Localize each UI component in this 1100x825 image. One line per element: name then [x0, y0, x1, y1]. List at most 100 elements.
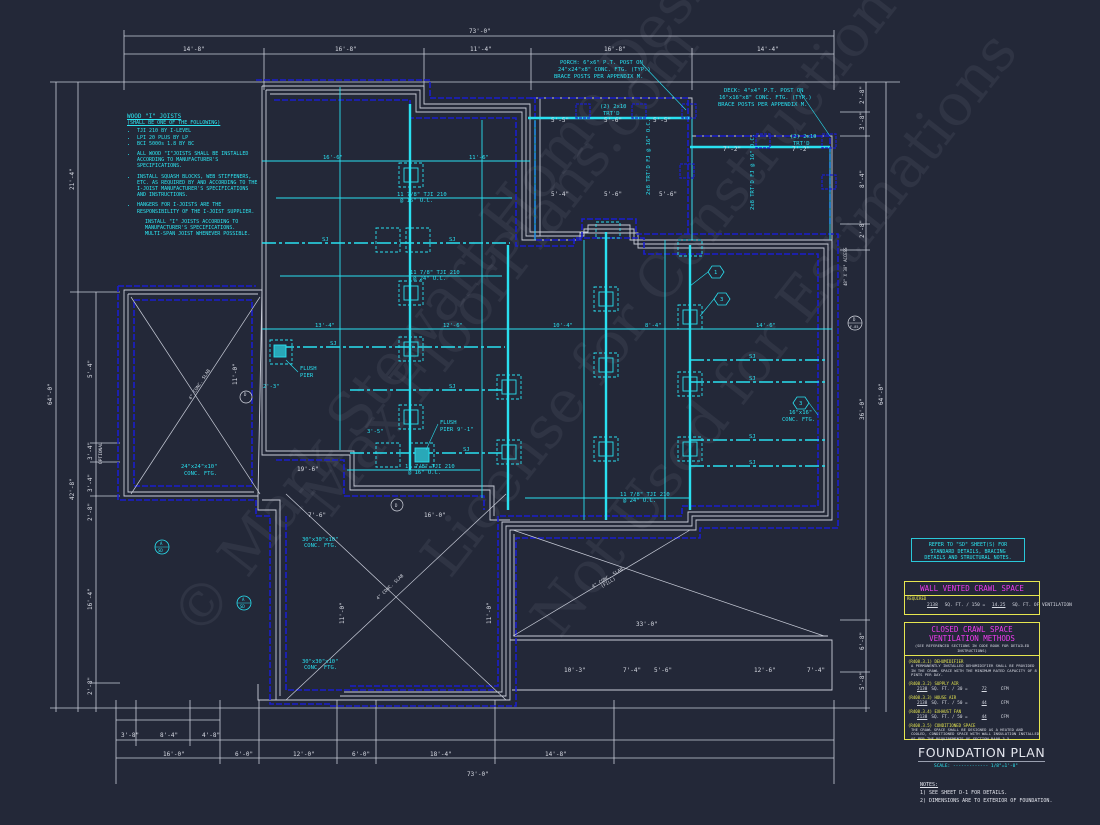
house-air-heading: (R408.3.3) HOUSE AIR	[908, 694, 957, 700]
svg-text:7'-2": 7'-2"	[723, 146, 741, 153]
dehumidifier-heading: (R408.3.1) DEHUMIDIFIER	[908, 659, 964, 664]
svg-text:16'-8": 16'-8"	[335, 46, 357, 53]
svg-text:TRT'D: TRT'D	[603, 111, 620, 117]
svg-text:11'-4": 11'-4"	[470, 46, 492, 53]
svg-text:SJ: SJ	[463, 447, 470, 453]
svg-text:8'-4": 8'-4"	[645, 323, 662, 329]
svg-text:11'-0": 11'-0"	[486, 602, 493, 624]
svg-text:30"x30"x10": 30"x30"x10"	[302, 659, 338, 665]
framing-labels: 16'-6" 11'-6" 11 7/8" TJI 210 @ 16" O.C.…	[181, 60, 817, 671]
svg-text:11 7/8" TJI 210: 11 7/8" TJI 210	[397, 192, 447, 198]
svg-text:14'-8": 14'-8"	[183, 46, 205, 53]
supply-air-heading: (R408.3.2) SUPPLY AIR	[908, 680, 959, 686]
svg-text:14'-4": 14'-4"	[757, 46, 779, 53]
svg-text:5'-6": 5'-6"	[604, 191, 622, 198]
svg-text:SJ: SJ	[749, 460, 756, 466]
svg-text:21'-4": 21'-4"	[69, 168, 76, 190]
ventilation-calc-row: 2138 SQ. FT. / 150 = 14.25 SQ. FT. OF VE…	[927, 603, 1072, 608]
svg-text:73'-0": 73'-0"	[469, 28, 491, 35]
section-marker-d-right: D F-85	[847, 315, 863, 331]
svg-text:16"x16"x8" CONC. FTG. (TYP.): 16"x16"x8" CONC. FTG. (TYP.)	[719, 95, 812, 101]
svg-text:19'-6": 19'-6"	[297, 466, 319, 473]
svg-text:11 7/8" TJI 210: 11 7/8" TJI 210	[410, 270, 460, 276]
wall-vented-crawl-space-table: WALL VENTED CRAWL SPACE REQUIRED 2138 SQ…	[904, 581, 1072, 615]
concrete-slab-x	[130, 296, 825, 701]
svg-text:A: A	[160, 541, 163, 546]
svg-text:16'-4": 16'-4"	[87, 588, 94, 610]
refer-sd-sheets-note: REFER TO "SD" SHEET(S) FOR STANDARD DETA…	[911, 538, 1025, 562]
svg-text:5'-6": 5'-6"	[659, 191, 677, 198]
svg-text:DECK: 4"x4" P.T. POST ON: DECK: 4"x4" P.T. POST ON	[724, 88, 803, 94]
svg-text:CONC. FTG.: CONC. FTG.	[184, 471, 217, 477]
joist-option: LPI 20 PLUS BY LP	[137, 135, 259, 141]
interior-dim-labels: 5'-5" 5'-6" 5'-5" 5'-4" 5'-6" 5'-6" 7'-2…	[232, 117, 825, 674]
svg-text:5'-4": 5'-4"	[87, 360, 94, 378]
scale-label: SCALE: ------------- 1/8"=1'-0"	[934, 764, 1018, 769]
svg-text:1: 1	[714, 270, 717, 276]
closed-crawl-space-table: CLOSED CRAWL SPACE VENTILATION METHODS (…	[904, 622, 1040, 741]
svg-text:7'-4": 7'-4"	[807, 667, 825, 674]
svg-text:3'-4": 3'-4"	[87, 474, 94, 492]
svg-text:12'-6": 12'-6"	[754, 667, 776, 674]
svg-text:64'-0": 64'-0"	[47, 383, 54, 405]
svg-text:@ 24" O.C.: @ 24" O.C.	[413, 276, 446, 282]
note-item: 2) DIMENSIONS ARE TO EXTERIOR OF FOUNDAT…	[920, 798, 1053, 804]
dehumidifier-text: A PERMANENTLY INSTALLED DEHUMIDIFIER SHA…	[911, 663, 1037, 678]
joist-note-bullet: HANGERS FOR I-JOISTS ARE THE RESPONSIBIL…	[137, 202, 259, 214]
svg-text:2x8 TRT'D FJ @ 16" O.C.: 2x8 TRT'D FJ @ 16" O.C.	[750, 134, 756, 210]
svg-text:SD: SD	[240, 604, 245, 609]
section-marker-d-bottom: D	[390, 498, 404, 512]
svg-text:SJ: SJ	[749, 376, 756, 382]
svg-text:2'-8": 2'-8"	[87, 677, 94, 695]
svg-text:2x8 TRT'D FJ @ 16" O.C.: 2x8 TRT'D FJ @ 16" O.C.	[646, 119, 652, 195]
svg-text:16'-0": 16'-0"	[424, 512, 446, 519]
exhaust-fan-heading: (R408.3.4) EXHAUST FAN	[908, 708, 961, 714]
svg-text:(2) 2x10: (2) 2x10	[790, 134, 817, 140]
svg-text:OPTIONAL: OPTIONAL	[98, 442, 104, 464]
conditioned-space-heading: (R408.3.5) CONDITIONED SPACE	[908, 722, 976, 728]
leader-lines	[285, 63, 831, 451]
svg-text:SJ: SJ	[322, 237, 329, 243]
svg-text:73'-0": 73'-0"	[467, 771, 489, 778]
svg-text:5'-8": 5'-8"	[859, 672, 866, 690]
svg-text:5'-6": 5'-6"	[604, 117, 622, 124]
svg-text:16'-6": 16'-6"	[323, 155, 343, 161]
code-reference: (SEE REFERENCED SECTIONS IN CODE BOOK FO…	[905, 643, 1039, 656]
svg-text:30"x30"x10": 30"x30"x10"	[302, 537, 338, 543]
svg-text:2'-8": 2'-8"	[859, 220, 866, 238]
svg-text:12'-0": 12'-0"	[293, 751, 315, 758]
svg-text:SJ: SJ	[749, 354, 756, 360]
svg-text:PORCH: 6"x6" P.T. POST ON: PORCH: 6"x6" P.T. POST ON	[560, 60, 643, 66]
svg-text:11 7/8" TJI 210: 11 7/8" TJI 210	[620, 492, 670, 498]
svg-text:9'-1": 9'-1"	[457, 427, 474, 433]
closed-crawl-title: CLOSED CRAWL SPACE VENTILATION METHODS	[929, 625, 1015, 643]
joist-option: BCI 5000s 1.8 BY BC	[137, 141, 259, 147]
page-title: FOUNDATION PLAN	[918, 745, 1046, 762]
svg-text:2'-8": 2'-8"	[87, 503, 94, 521]
svg-text:CONC. FTG.: CONC. FTG.	[782, 417, 815, 423]
section-marker-a-2: A SD	[236, 595, 252, 611]
svg-text:SJ: SJ	[449, 384, 456, 390]
svg-text:FLUSH: FLUSH	[440, 420, 457, 426]
svg-text:8'-4": 8'-4"	[859, 170, 866, 188]
wood-i-joist-notes: WOOD "I" JOISTS (SHALL BE ONE OF THE FOL…	[127, 113, 259, 241]
svg-text:3'-8": 3'-8"	[859, 112, 866, 130]
svg-text:BRACE POSTS PER APPENDIX M.: BRACE POSTS PER APPENDIX M.	[718, 102, 807, 108]
deck-posts	[575, 103, 837, 190]
general-notes: NOTES: 1) SEE SHEET D-1 FOR DETAILS. 2) …	[920, 781, 1052, 805]
svg-text:11'-0": 11'-0"	[232, 363, 239, 385]
conditioned-space-text: THE CRAWL SPACE SHALL BE DESIGNED AS A H…	[911, 726, 1040, 741]
joist-option: TJI 210 BY I-LEVEL	[137, 128, 259, 134]
tag-3: 3	[713, 292, 731, 306]
svg-text:D: D	[395, 503, 398, 508]
svg-text:42'-8": 42'-8"	[69, 478, 76, 500]
svg-text:5'-5": 5'-5"	[653, 117, 671, 124]
svg-text:D: D	[244, 392, 247, 397]
svg-text:6'-0": 6'-0"	[352, 751, 370, 758]
dimension-lines	[50, 30, 900, 784]
svg-text:5'-5": 5'-5"	[551, 117, 569, 124]
svg-text:10'-3": 10'-3"	[564, 667, 586, 674]
svg-text:6'-8": 6'-8"	[859, 632, 866, 650]
svg-text:48" X 30" ACCESS: 48" X 30" ACCESS	[843, 247, 848, 286]
